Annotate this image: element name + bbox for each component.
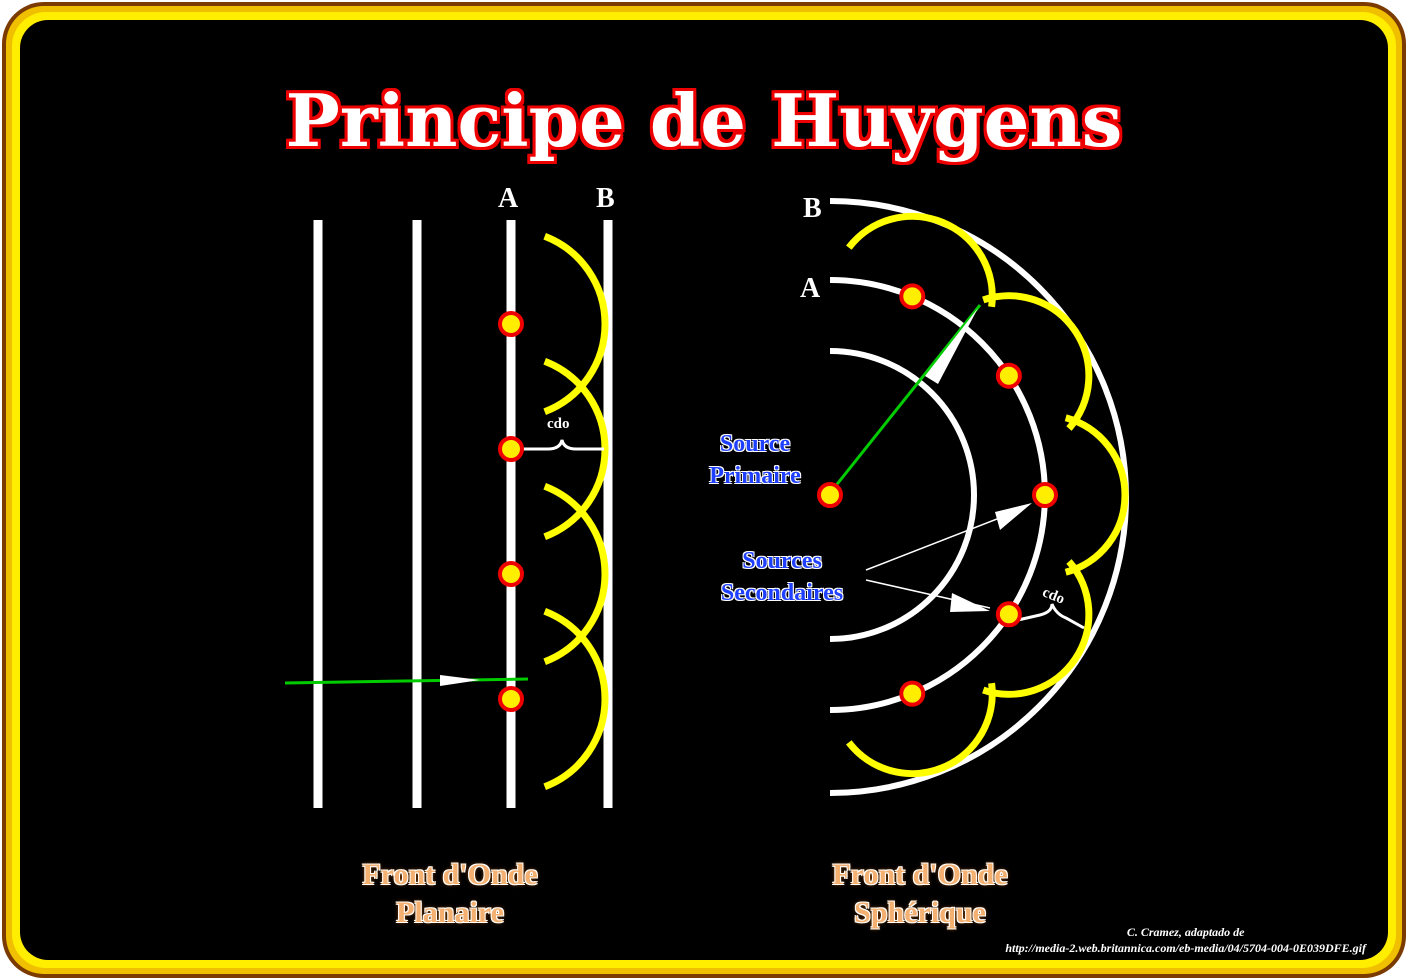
- sphere-secondary-source: [1032, 482, 1058, 508]
- plane-wavelet: [543, 607, 609, 791]
- plane-wavelet: [543, 357, 609, 541]
- sources-secondary-line2: Secondaires: [720, 580, 844, 606]
- sources-secondary-line1: Sources: [742, 548, 822, 574]
- plane-ray: [284, 677, 529, 685]
- sphere-caption-line1: Front d'Onde: [832, 858, 1008, 891]
- sphere-front-a: [829, 277, 1048, 713]
- credit: C. Cramez, adaptado de http://media-2.we…: [1005, 924, 1366, 956]
- sphere-wavelet: [982, 559, 1093, 698]
- plane-label-a: A: [498, 183, 519, 214]
- source-primary-line1: Source: [719, 431, 791, 457]
- sphere-cdo-brace: [1017, 603, 1085, 630]
- sphere-sources: [817, 283, 1058, 707]
- plane-wavelet: [543, 232, 609, 416]
- diagram-background: [20, 20, 1388, 960]
- sphere-secondary-source: [899, 680, 926, 707]
- plane-wavefronts: [313, 220, 613, 808]
- sphere-ray: [828, 304, 982, 494]
- sources-secondary-label: Sources Secondaires: [700, 545, 864, 609]
- source-primary-label: Source Primaire: [690, 428, 820, 492]
- credit-line2: http://media-2.web.britannica.com/eb-med…: [1005, 941, 1366, 955]
- plane-wavelet: [543, 482, 609, 666]
- sphere-front-inner: [829, 348, 977, 642]
- plane-secondary-source: [498, 436, 524, 462]
- plane-cdo-brace: [522, 439, 604, 451]
- credit-line1: C. Cramez, adaptado de: [1126, 925, 1245, 939]
- sphere-wavelet: [846, 212, 996, 308]
- sphere-wavelet: [1064, 414, 1129, 576]
- sphere-secondary-source: [899, 283, 926, 310]
- source-primary-line2: Primaire: [709, 463, 801, 489]
- sphere-wavelet: [982, 292, 1093, 431]
- plane-label-b: B: [596, 183, 615, 214]
- sphere-caption-line2: Sphérique: [854, 896, 986, 929]
- plane-caption-line2: Planaire: [396, 896, 504, 929]
- pointer-lines: [865, 509, 1021, 609]
- sphere-ray-arrowhead: [925, 308, 978, 384]
- plane-sources: [498, 311, 524, 712]
- plane-caption: Front d'Onde Planaire: [330, 856, 570, 932]
- pointer-arrowhead-2: [950, 593, 990, 612]
- plane-wavelets: [543, 232, 609, 791]
- sphere-secondary-source: [995, 601, 1022, 628]
- plane-ray-arrowhead: [440, 675, 480, 686]
- sphere-label-a: A: [800, 273, 821, 304]
- page-title: Principe de Huygens: [285, 78, 1123, 163]
- sphere-label-b: B: [803, 193, 822, 224]
- sphere-caption: Front d'Onde Sphérique: [800, 856, 1040, 932]
- sphere-wavelets: [846, 212, 1129, 778]
- plane-secondary-source: [498, 561, 524, 587]
- plane-cdo-label: cdo: [547, 416, 570, 432]
- primary-source: [817, 482, 843, 508]
- plane-caption-line1: Front d'Onde: [362, 858, 538, 891]
- spherical-wavefronts: [829, 198, 1129, 796]
- sphere-wavelet: [846, 682, 996, 778]
- sphere-secondary-source: [995, 362, 1022, 389]
- plane-secondary-source: [498, 686, 524, 712]
- plane-secondary-source: [498, 311, 524, 337]
- pointer-arrowhead-1: [995, 503, 1032, 530]
